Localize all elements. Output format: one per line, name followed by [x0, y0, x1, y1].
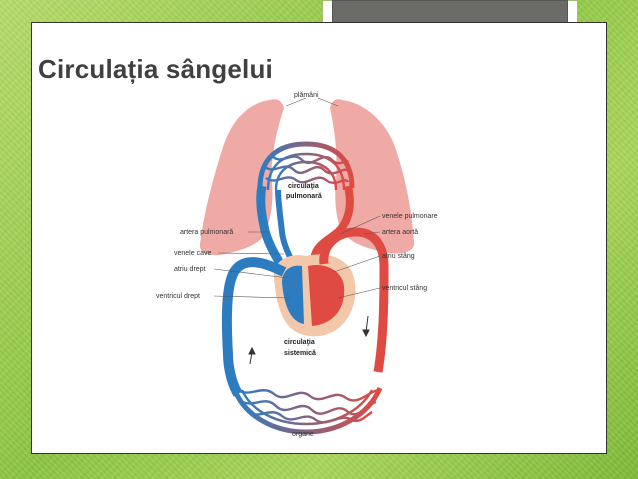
label-left-ventricle: ventricul stâng [382, 285, 427, 292]
label-pulmonary-circulation-1: circulaţia [288, 183, 319, 190]
label-vena-cava: venele cave [174, 250, 211, 257]
label-organs: organe [292, 431, 314, 438]
label-lungs: plămâni [294, 92, 319, 99]
label-pulmonary-artery: artera pulmonară [180, 229, 233, 236]
label-aorta: artera aortă [382, 229, 418, 236]
label-pulmonary-circulation-2: pulmonară [286, 193, 322, 200]
leader-lines [213, 97, 381, 299]
label-right-ventricle: ventricul drept [156, 293, 200, 300]
systemic-capillaries [231, 386, 383, 435]
label-left-atrium: atriu stâng [382, 253, 415, 260]
vena-cava [221, 257, 287, 397]
label-systemic-circulation-2: sistemică [284, 350, 316, 357]
pulmonary-capillaries [257, 141, 355, 191]
circulation-diagram: plămâni circulaţia pulmonară venele pulm… [38, 86, 594, 440]
label-pulmonary-veins: venele pulmonare [382, 213, 438, 220]
flow-arrows [248, 315, 370, 365]
label-right-atrium: atriu drept [174, 266, 206, 273]
slide-title: Circulația sângelui [38, 54, 273, 84]
aorta [319, 227, 389, 373]
label-systemic-circulation-1: circulaţia [284, 339, 315, 346]
